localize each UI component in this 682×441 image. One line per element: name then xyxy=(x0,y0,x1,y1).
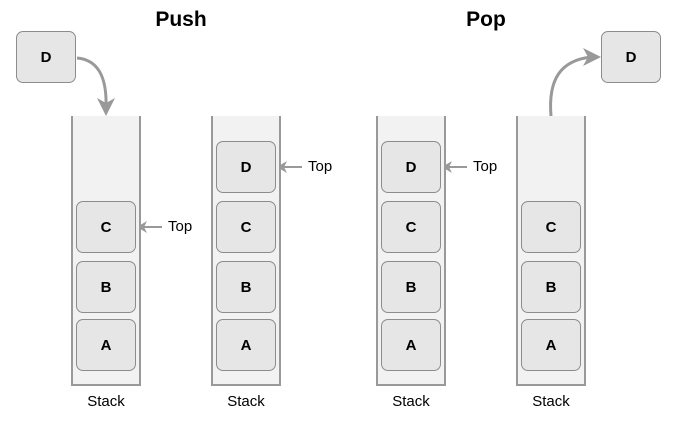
stack-2-block-a: A xyxy=(216,319,276,371)
stack-1-block-c: C xyxy=(76,201,136,253)
stack-4-block-c: C xyxy=(521,201,581,253)
top-pointer-arrow-stack3 xyxy=(442,161,467,173)
top-pointer-arrow-stack2 xyxy=(277,161,302,173)
stack-4-label: Stack xyxy=(532,393,570,410)
pop-title: Pop xyxy=(466,8,506,31)
stack-2-block-b: B xyxy=(216,261,276,313)
stack-2-block-c: C xyxy=(216,201,276,253)
stack-3-block-c: C xyxy=(381,201,441,253)
stack-2-block-d: D xyxy=(216,141,276,193)
stack-2-label: Stack xyxy=(227,393,265,410)
stack-1-top-label: Top xyxy=(168,218,193,235)
stack-3-label: Stack xyxy=(392,393,430,410)
pop-outgoing-block: D xyxy=(601,31,661,83)
push-arrow xyxy=(76,56,108,109)
stack-4-block-b: B xyxy=(521,261,581,313)
push-incoming-block: D xyxy=(16,31,76,83)
stack-1-block-a: A xyxy=(76,319,136,371)
stack-4-block-a: A xyxy=(521,319,581,371)
pop-arrow xyxy=(549,55,593,117)
stack-1-block-b: B xyxy=(76,261,136,313)
stack-3-block-b: B xyxy=(381,261,441,313)
stack-1-label: Stack xyxy=(87,393,125,410)
top-pointer-arrow-stack1 xyxy=(137,221,162,233)
stack-2-top-label: Top xyxy=(308,158,333,175)
stack-3-block-d: D xyxy=(381,141,441,193)
stack-3-block-a: A xyxy=(381,319,441,371)
stack-3-top-label: Top xyxy=(473,158,498,175)
push-arrow-head xyxy=(97,98,115,116)
push-title: Push xyxy=(155,8,207,31)
pop-arrow-head xyxy=(583,48,601,66)
